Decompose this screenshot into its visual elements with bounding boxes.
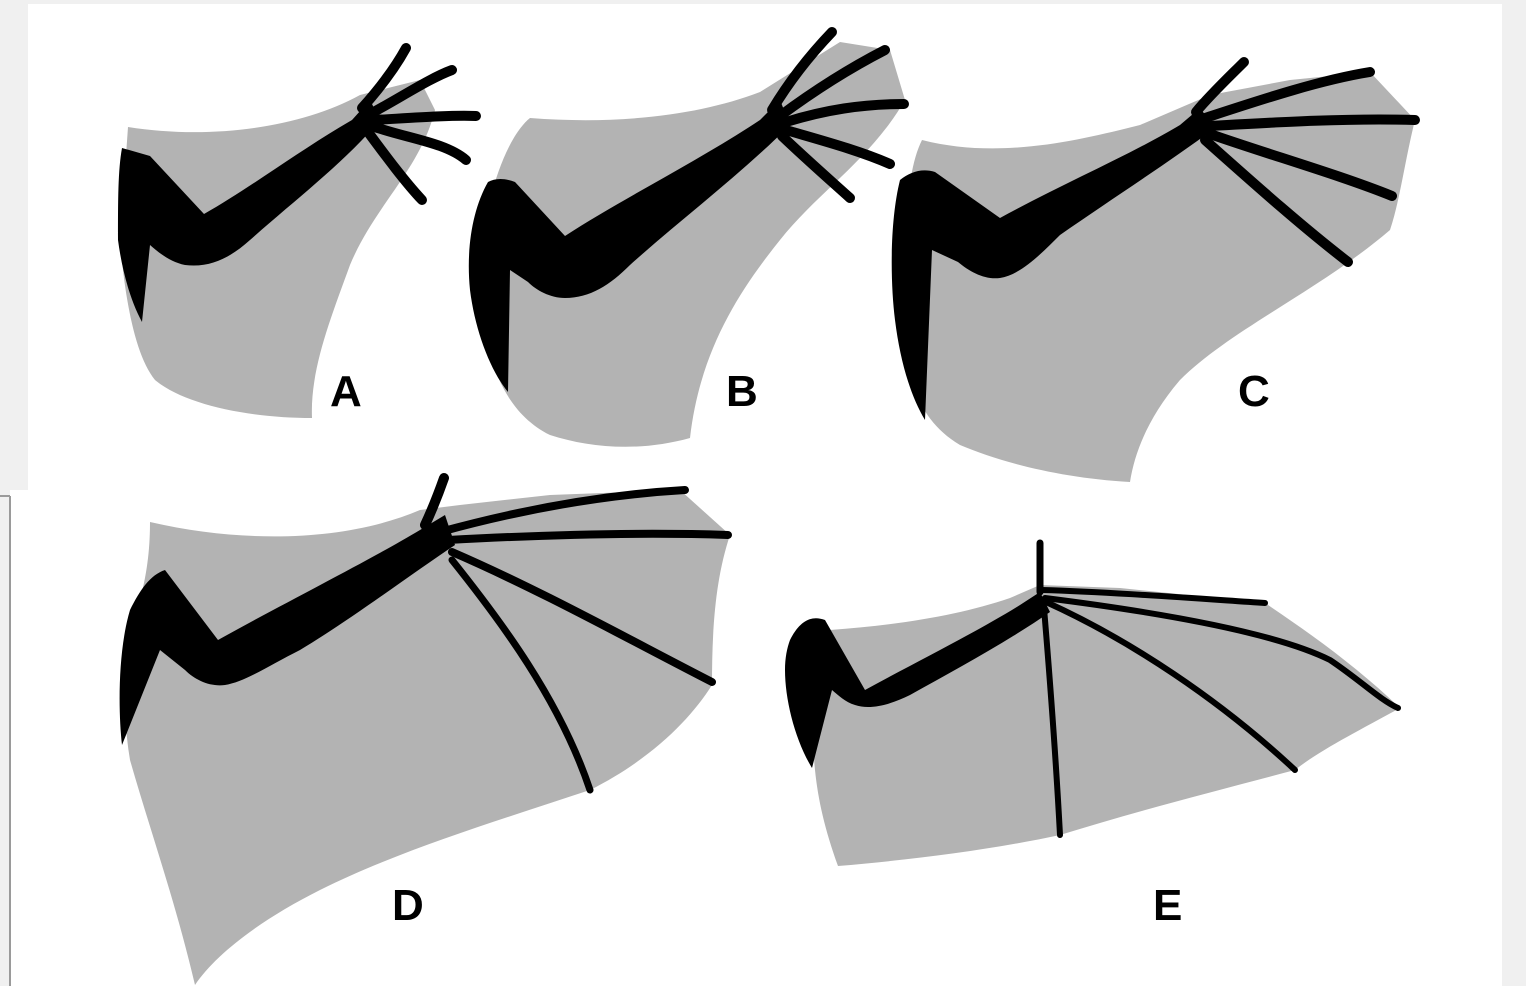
wing-c-label: C: [1238, 367, 1270, 416]
wing-d-label: D: [392, 881, 424, 930]
wing-a-digit-3: [374, 116, 476, 120]
wing-e-label: E: [1153, 881, 1182, 930]
wing-a-label: A: [330, 367, 362, 416]
wing-b-label: B: [726, 367, 758, 416]
